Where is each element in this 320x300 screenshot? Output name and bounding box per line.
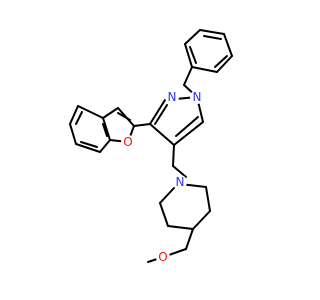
molecule-structure: N N O N O	[69, 29, 233, 264]
benzofuran	[69, 105, 151, 153]
piperidine-ring	[159, 183, 211, 230]
atom-n-pyrazole-2: N	[165, 90, 179, 104]
methylene-linker	[172, 144, 187, 178]
atom-label-o: O	[158, 250, 167, 264]
atom-o-furan: O	[121, 135, 135, 149]
atom-label-n: N	[193, 90, 202, 104]
atom-label-n: N	[168, 90, 177, 104]
atom-o-ether: O	[156, 250, 170, 264]
atom-label-o: O	[123, 135, 132, 149]
phenyl-ring	[184, 29, 233, 73]
atom-n-pyrazole-1: N	[190, 90, 204, 104]
atom-label-n: N	[176, 175, 185, 189]
methoxymethyl-group	[147, 228, 194, 263]
atom-n-piperidine: N	[173, 175, 187, 189]
pyrazole-ring	[149, 96, 204, 146]
